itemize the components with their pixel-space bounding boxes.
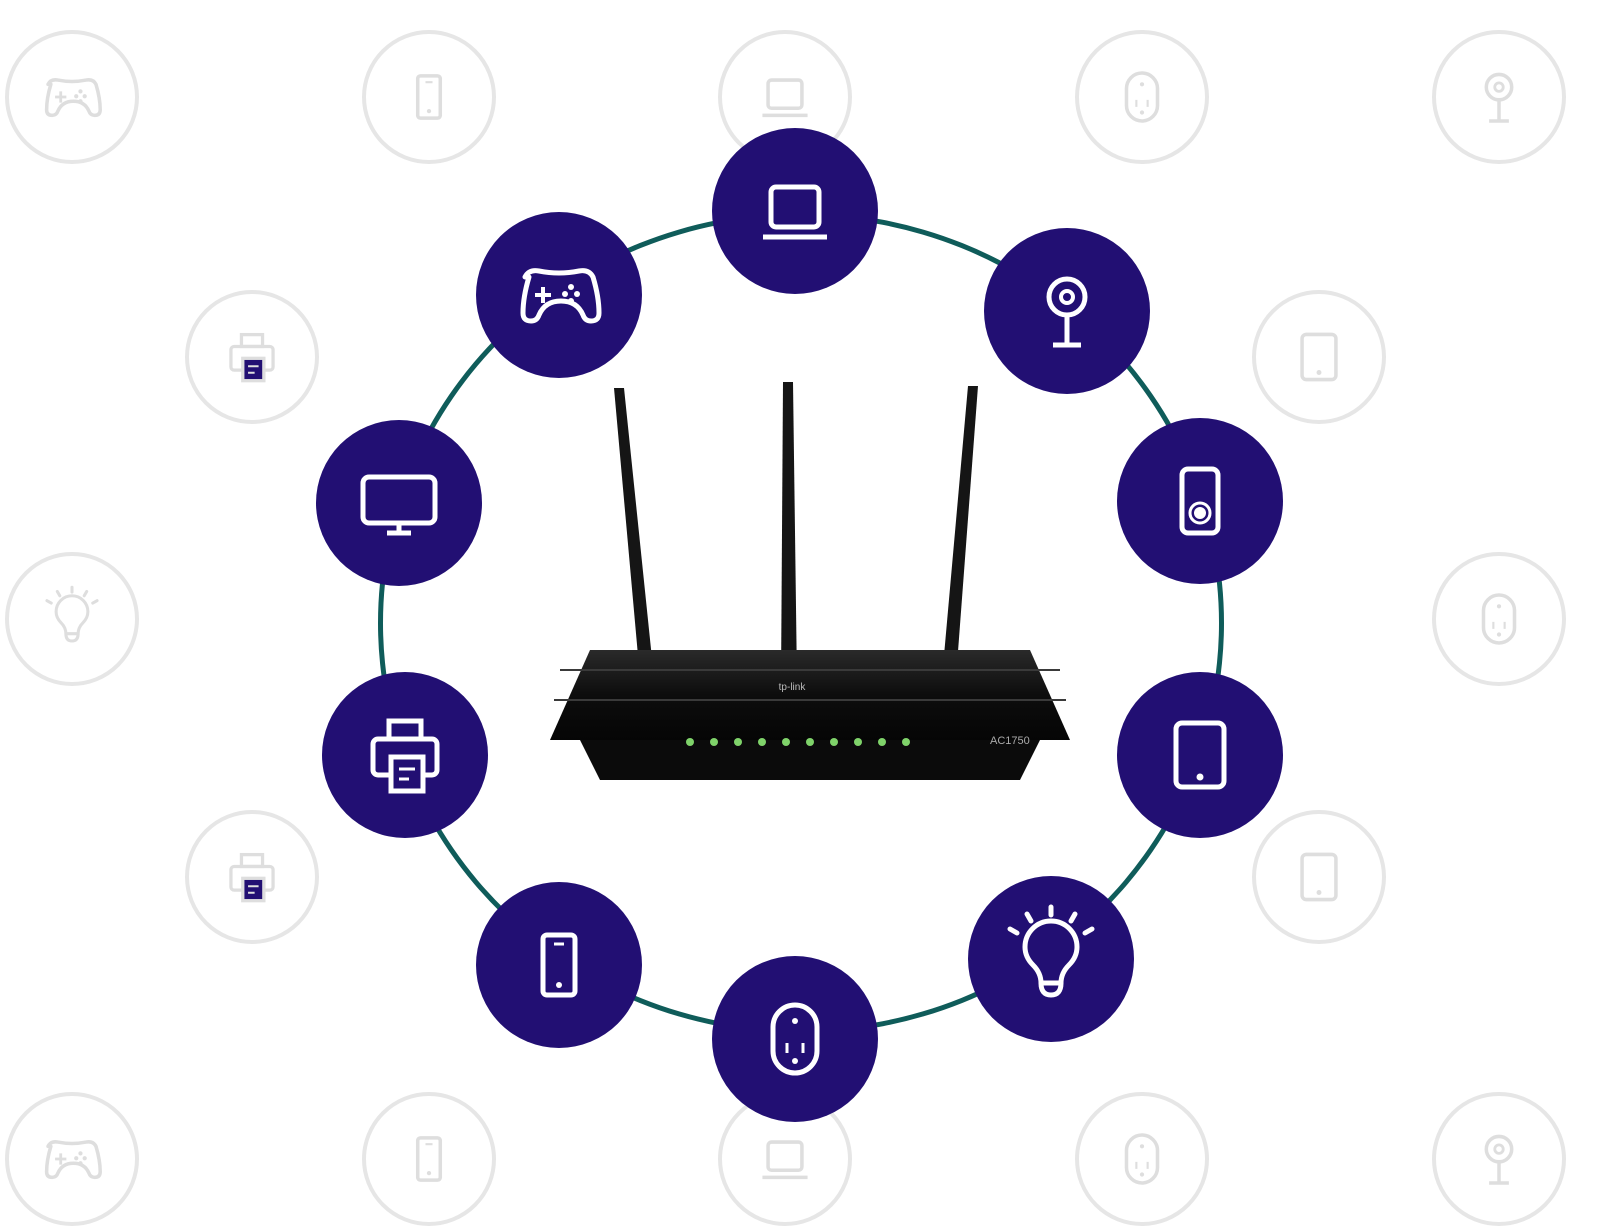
bg-tablet-icon: [1252, 810, 1386, 944]
device-smartphone: [476, 882, 642, 1048]
device-smart-plug: [712, 956, 878, 1122]
bg-smartphone-icon: [362, 30, 496, 164]
smart-plug-icon: [712, 956, 878, 1122]
device-laptop: [712, 128, 878, 294]
device-light-bulb: [968, 876, 1134, 1042]
device-gamepad: [476, 212, 642, 378]
printer-icon: [322, 672, 488, 838]
monitor-icon: [316, 420, 482, 586]
gamepad-icon: [476, 212, 642, 378]
bg-light-bulb-icon: [5, 552, 139, 686]
smart-switch-icon: [1117, 418, 1283, 584]
bg-gamepad-icon: [5, 1092, 139, 1226]
device-monitor: [316, 420, 482, 586]
bg-security-camera-icon: [1432, 1092, 1566, 1226]
device-smart-switch: [1117, 418, 1283, 584]
status-leds: [686, 738, 910, 746]
laptop-icon: [712, 128, 878, 294]
brand-logo: tp-link: [779, 682, 807, 693]
bg-tablet-icon: [1252, 290, 1386, 424]
model-label: AC1750: [990, 735, 1030, 747]
bg-security-camera-icon: [1432, 30, 1566, 164]
light-bulb-icon: [968, 876, 1134, 1042]
bg-smart-plug-icon: [1432, 552, 1566, 686]
bg-printer-icon: [185, 290, 319, 424]
device-printer: [322, 672, 488, 838]
device-tablet: [1117, 672, 1283, 838]
bg-smart-plug-icon: [1075, 30, 1209, 164]
antenna: [614, 382, 978, 682]
smartphone-icon: [476, 882, 642, 1048]
bg-gamepad-icon: [5, 30, 139, 164]
security-camera-icon: [984, 228, 1150, 394]
bg-printer-icon: [185, 810, 319, 944]
device-security-camera: [984, 228, 1150, 394]
tablet-icon: [1117, 672, 1283, 838]
bg-smart-plug-icon: [1075, 1092, 1209, 1226]
wifi-router: tp-link AC1750: [530, 380, 1090, 800]
bg-smartphone-icon: [362, 1092, 496, 1226]
